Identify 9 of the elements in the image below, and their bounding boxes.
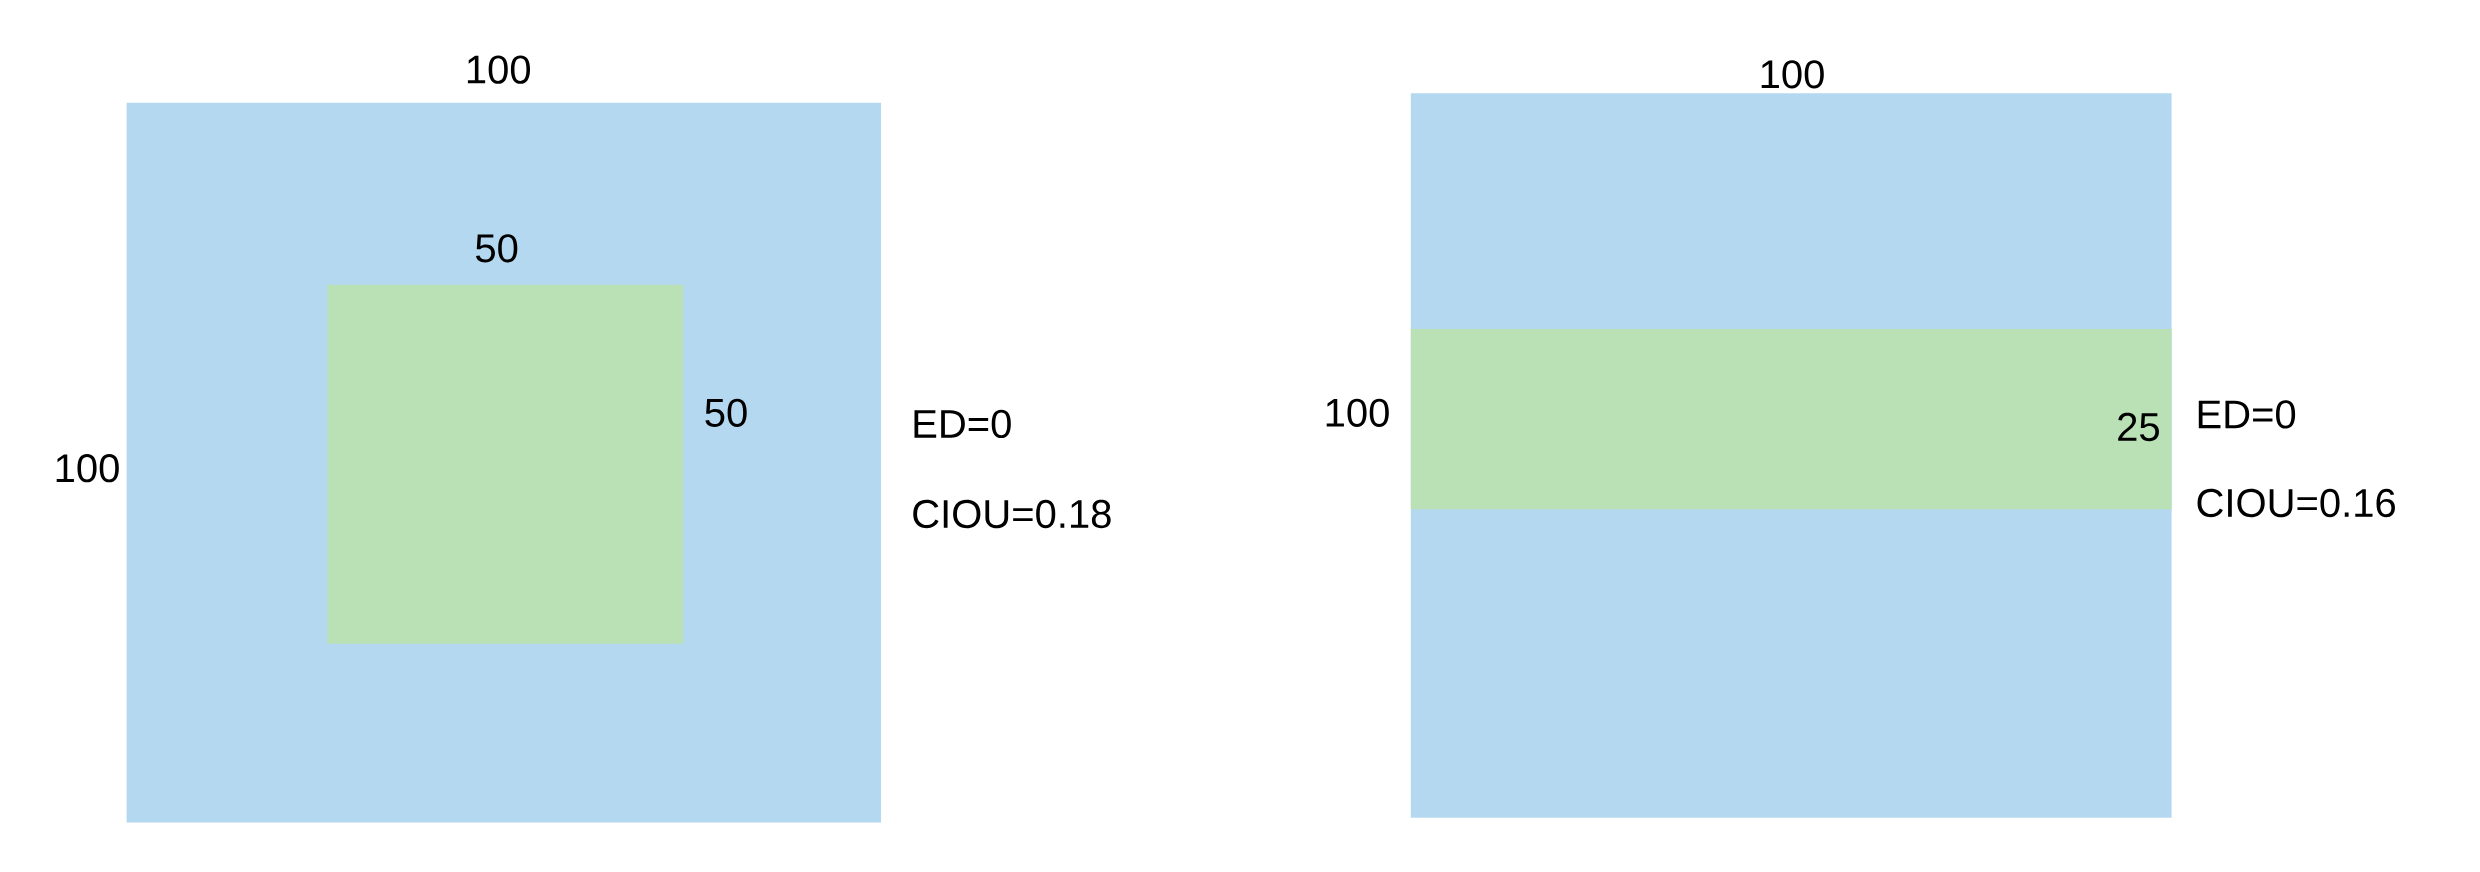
metric-label: CIOU=0.18 [913,499,1111,529]
dimension-label: 100 [1761,60,1824,89]
dimension-label: 25 [2118,412,2159,442]
metric-label: CIOU=0.16 [2197,488,2395,518]
dimension-label: 100 [467,55,530,84]
inner-band [1410,328,2172,510]
inner-box [327,284,684,644]
dimension-label: 100 [56,454,119,483]
metric-label: ED=0 [914,409,1011,439]
